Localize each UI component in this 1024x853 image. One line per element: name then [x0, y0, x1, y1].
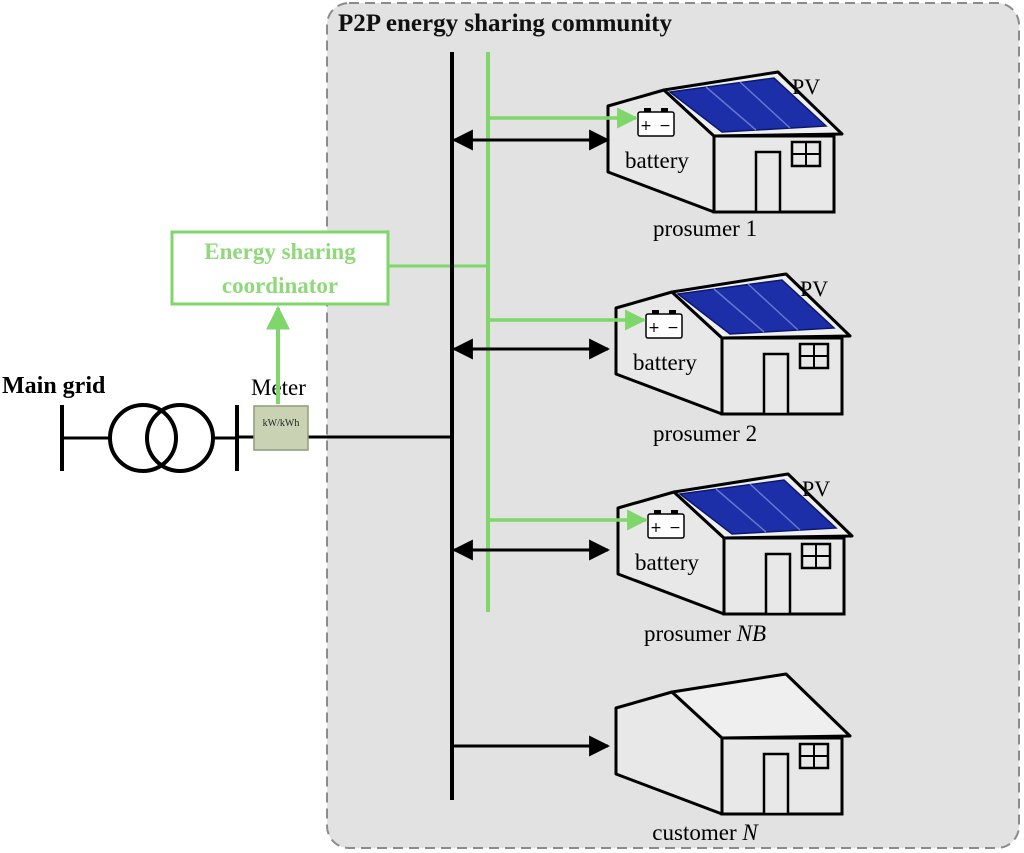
pv-panel-icon [676, 279, 836, 335]
battery-label: battery [633, 350, 697, 375]
house-door [754, 150, 782, 214]
svg-text:−: − [667, 320, 679, 336]
house-door [762, 752, 790, 816]
house-door [762, 352, 790, 416]
house-roof [670, 672, 852, 740]
house-window [798, 742, 830, 770]
meter-icon: kW/kWh [253, 405, 309, 451]
house-name-label: prosumer NB [644, 621, 766, 646]
coordinator-label-line2: coordinator [222, 273, 338, 298]
pv-panel-icon [668, 77, 828, 133]
house-window [798, 342, 830, 370]
battery-icon: +− [645, 310, 683, 339]
community-region [326, 2, 1020, 849]
house-1: PV +− battery [606, 70, 844, 214]
battery-label: battery [635, 550, 699, 575]
main-grid-label: Main grid [2, 373, 106, 399]
house-door [764, 552, 792, 616]
house-4 [614, 672, 852, 816]
svg-text:−: − [659, 118, 671, 134]
svg-text:+: + [650, 520, 662, 536]
coordinator-label-line1: Energy sharing [204, 239, 356, 264]
svg-text:+: + [648, 320, 660, 336]
battery-icon: +− [637, 108, 675, 137]
house-window [800, 542, 832, 570]
pv-label: PV [800, 276, 828, 301]
battery-label: battery [625, 148, 689, 173]
transformer-icon [108, 403, 215, 473]
pv-panel-icon [678, 479, 838, 535]
community-title: P2P energy sharing community [338, 10, 673, 37]
house-name-label: prosumer 1 [653, 216, 757, 241]
pv-label: PV [792, 74, 820, 99]
house-name-label: customer N [652, 820, 759, 845]
house-window [790, 140, 822, 168]
house-name-label: prosumer 2 [653, 421, 757, 446]
community-bus-terminal [213, 405, 239, 471]
meter-display: kW/kWh [263, 418, 300, 429]
svg-text:−: − [669, 520, 681, 536]
battery-icon: +− [647, 510, 685, 539]
svg-text:+: + [640, 118, 652, 134]
grid-bus-terminal [60, 405, 110, 471]
energy-sharing-coordinator [170, 230, 390, 306]
pv-label: PV [802, 476, 830, 501]
